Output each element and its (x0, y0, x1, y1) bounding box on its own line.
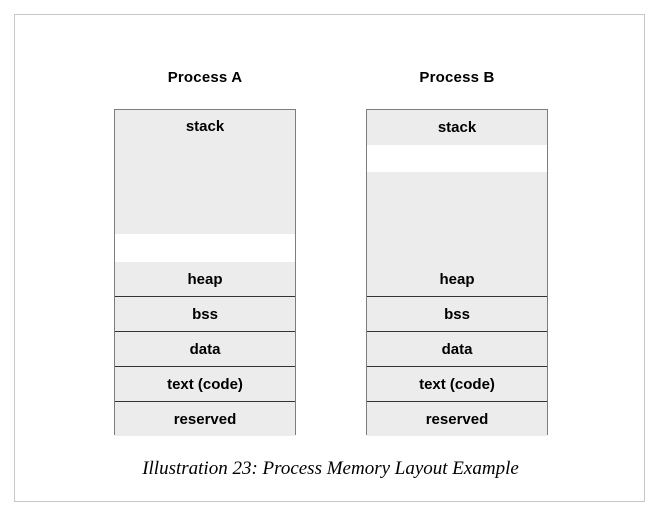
memory-segment-reserved: reserved (367, 401, 547, 436)
segment-label: heap (439, 271, 475, 288)
segment-label: heap (187, 270, 223, 288)
segment-label: stack (185, 118, 225, 135)
memory-segment-unused-gap (115, 234, 295, 262)
segment-label: bss (444, 305, 470, 323)
process-b-memory-box: stack heap bss data text (code) reserved (366, 109, 548, 436)
illustration-frame: Process A stack heap bss data text (code) res… (14, 14, 645, 502)
figure-caption: Illustration 23: Process Memory Layout E… (142, 458, 519, 479)
segment-label: reserved (425, 410, 489, 428)
segment-label: reserved (173, 410, 237, 428)
memory-segment-bss: bss (115, 296, 295, 331)
segment-label: bss (192, 305, 218, 323)
segment-label: text (code) (419, 375, 495, 393)
memory-segment-unused-gap (367, 145, 547, 172)
segment-label: data (441, 340, 473, 358)
segment-label: stack (437, 119, 477, 136)
memory-segment-text-code: text (code) (367, 366, 547, 401)
memory-segment-text-code: text (code) (115, 366, 295, 401)
memory-segment-reserved: reserved (115, 401, 295, 436)
memory-segment-bss: bss (367, 296, 547, 331)
memory-segment-stack: stack (115, 110, 295, 234)
memory-segment-heap: heap (115, 262, 295, 296)
memory-segment-stack: stack (367, 110, 547, 145)
process-a-memory-box: stack heap bss data text (code) reserved (114, 109, 296, 436)
segment-label: data (189, 340, 221, 358)
process-a-column: Process A stack heap bss data text (code) res… (114, 69, 296, 436)
segment-label: text (code) (167, 375, 243, 393)
process-a-title: Process A (167, 69, 243, 86)
memory-segment-data: data (115, 331, 295, 366)
process-b-column: Process B stack heap bss data text (code) res… (366, 69, 548, 436)
memory-segment-heap: heap (367, 172, 547, 296)
memory-segment-data: data (367, 331, 547, 366)
process-b-title: Process B (419, 69, 495, 86)
